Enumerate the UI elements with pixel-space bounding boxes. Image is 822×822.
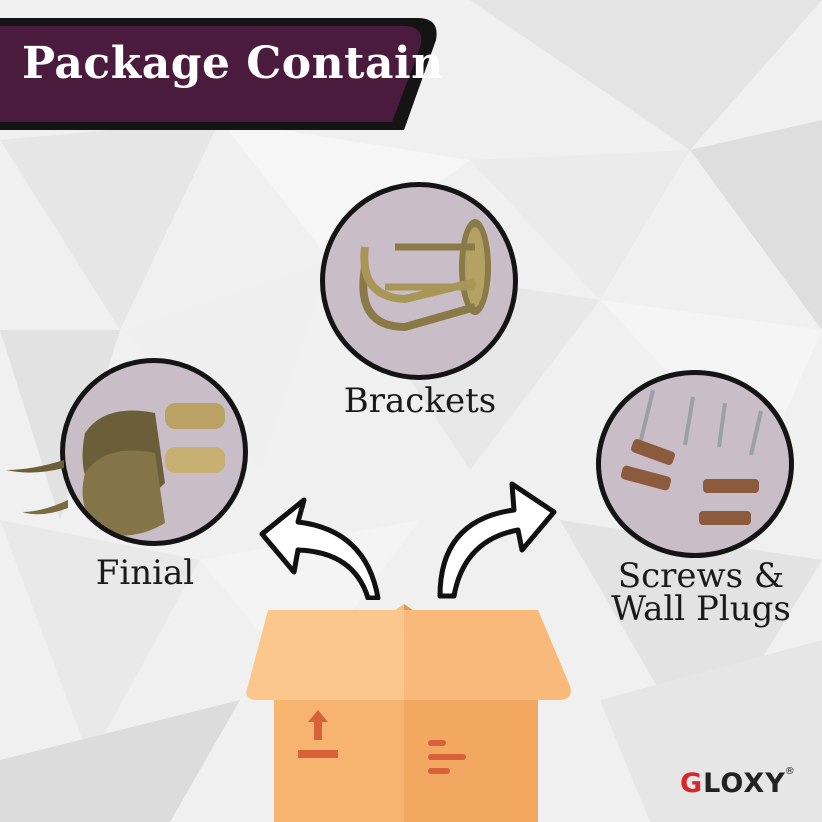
- brackets-illustration: [359, 219, 491, 332]
- finial-label: Finial: [95, 553, 195, 593]
- package-box-icon: [246, 604, 571, 822]
- finial-tusk: [6, 460, 68, 515]
- registered-mark: ®: [784, 766, 796, 777]
- page-title: Package Contain: [22, 38, 444, 89]
- screws-label-line1: Screws &: [617, 556, 785, 596]
- logo-first-letter: G: [680, 768, 704, 799]
- brand-logo: GLOXY®: [680, 766, 795, 799]
- finial-illustration: [82, 403, 225, 536]
- right-arrow-icon: [437, 481, 557, 599]
- screws-illustration: [620, 389, 763, 525]
- finial-image: [60, 358, 248, 546]
- screws-image: [596, 370, 794, 558]
- brackets-label: Brackets: [343, 381, 497, 421]
- header-banner: [0, 18, 437, 130]
- logo-rest: LOXY: [703, 768, 786, 799]
- left-arrow-icon: [259, 497, 381, 600]
- brackets-image: [320, 182, 518, 380]
- screws-label-line2: Wall Plugs: [611, 589, 791, 629]
